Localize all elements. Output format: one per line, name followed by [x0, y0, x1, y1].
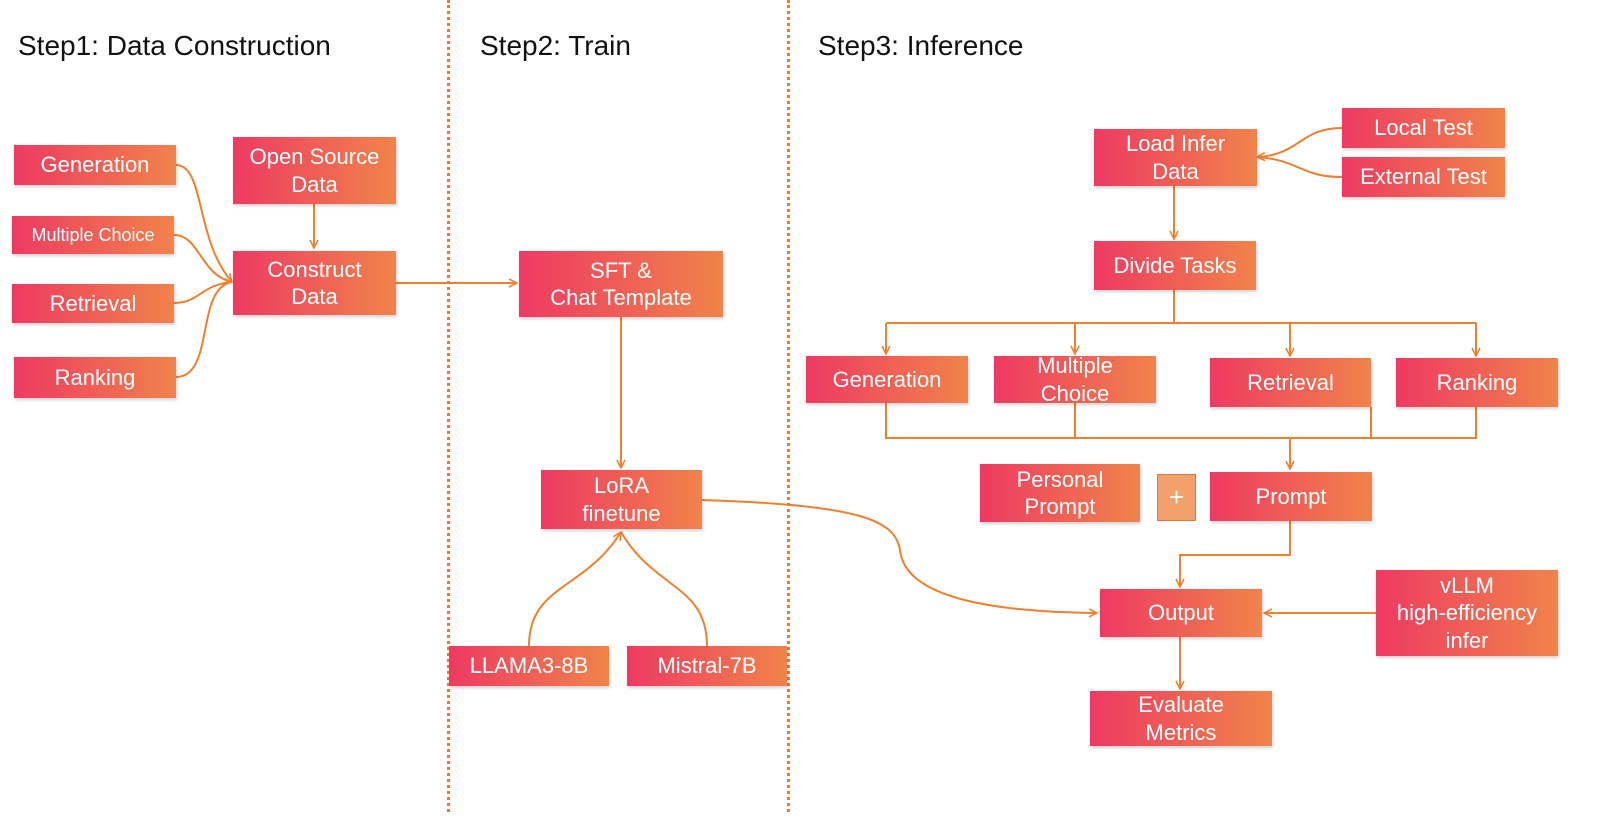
step-divider-2 — [787, 0, 790, 812]
construct-data-node: Construct Data — [233, 251, 396, 315]
node-label: Retrieval — [1247, 369, 1334, 395]
node-label: Multiple Choice — [31, 224, 155, 245]
plus-icon: + — [1157, 474, 1196, 521]
plus-label: + — [1168, 482, 1185, 512]
step3-generation-node: Generation — [806, 356, 968, 403]
node-label: External Test — [1360, 164, 1487, 190]
step1-title: Step1: Data Construction — [18, 30, 331, 61]
llama3-8b-node: LLAMA3-8B — [449, 646, 609, 686]
edge-local-test-load — [1257, 127, 1343, 157]
sft-chat-template-node: SFT & Chat Template — [519, 251, 723, 317]
local-test-node: Local Test — [1342, 108, 1505, 148]
edge-prompt-output — [1180, 521, 1291, 587]
node-label: Prompt — [1255, 483, 1327, 509]
vllm-node: vLLM high-efficiency infer — [1376, 570, 1558, 656]
step1-generation-node: Generation — [14, 145, 176, 185]
node-label: Local Test — [1374, 115, 1473, 141]
node-label: Generation — [40, 152, 150, 178]
node-label: Generation — [832, 366, 942, 392]
node-label: Open Source Data — [249, 144, 380, 197]
node-label: Ranking — [54, 364, 136, 390]
node-label: Load Infer Data — [1125, 131, 1226, 184]
node-label: Mistral-7B — [657, 653, 757, 679]
step2-title: Step2: Train — [480, 30, 631, 61]
node-label: Ranking — [1436, 369, 1518, 395]
node-label: vLLM high-efficiency infer — [1396, 572, 1538, 653]
node-label: Retrieval — [49, 290, 137, 316]
lora-finetune-node: LoRA finetune — [541, 470, 702, 529]
step1-ranking-node: Ranking — [14, 357, 176, 398]
step1-multiple-choice-node: Multiple Choice — [12, 216, 174, 254]
node-label: Evaluate Metrics — [1138, 692, 1224, 745]
prompt-node: Prompt — [1210, 472, 1372, 521]
node-label: LoRA finetune — [582, 473, 661, 526]
load-infer-data-node: Load Infer Data — [1094, 129, 1257, 186]
edge-ranking-construct — [175, 281, 233, 378]
output-node: Output — [1100, 589, 1262, 637]
edge-llama-lora — [528, 532, 621, 647]
node-label: Construct Data — [267, 256, 362, 310]
open-source-data-node: Open Source Data — [233, 137, 396, 204]
node-label: LLAMA3-8B — [469, 653, 589, 679]
node-label: SFT & Chat Template — [550, 257, 692, 311]
edge-lora-output — [701, 499, 1097, 613]
node-label: Output — [1147, 600, 1215, 626]
edge-mistral-lora — [620, 531, 708, 647]
step-divider-1 — [447, 0, 450, 812]
mistral-7b-node: Mistral-7B — [627, 646, 787, 686]
step3-title: Step3: Inference — [818, 30, 1024, 61]
external-test-node: External Test — [1342, 157, 1505, 197]
evaluate-metrics-node: Evaluate Metrics — [1090, 691, 1272, 746]
edge-divide-split — [886, 290, 1476, 324]
step1-retrieval-node: Retrieval — [12, 284, 174, 323]
edge-retrieval-construct — [173, 281, 233, 304]
step3-ranking-node: Ranking — [1396, 358, 1558, 407]
edge-multiple-choice-construct — [173, 234, 233, 283]
step3-retrieval-node: Retrieval — [1210, 358, 1371, 407]
node-label: Personal Prompt — [1016, 466, 1104, 520]
node-label: Divide Tasks — [1113, 252, 1237, 278]
step3-multiple-choice-node: Multiple Choice — [994, 353, 1156, 406]
personal-prompt-node: Personal Prompt — [980, 464, 1140, 522]
edge-generation-construct — [175, 164, 232, 282]
edge-merge-tasks — [885, 403, 1477, 439]
edge-external-test-load — [1256, 156, 1343, 178]
node-label: Multiple Choice — [1037, 353, 1113, 406]
divide-tasks-node: Divide Tasks — [1094, 241, 1256, 290]
